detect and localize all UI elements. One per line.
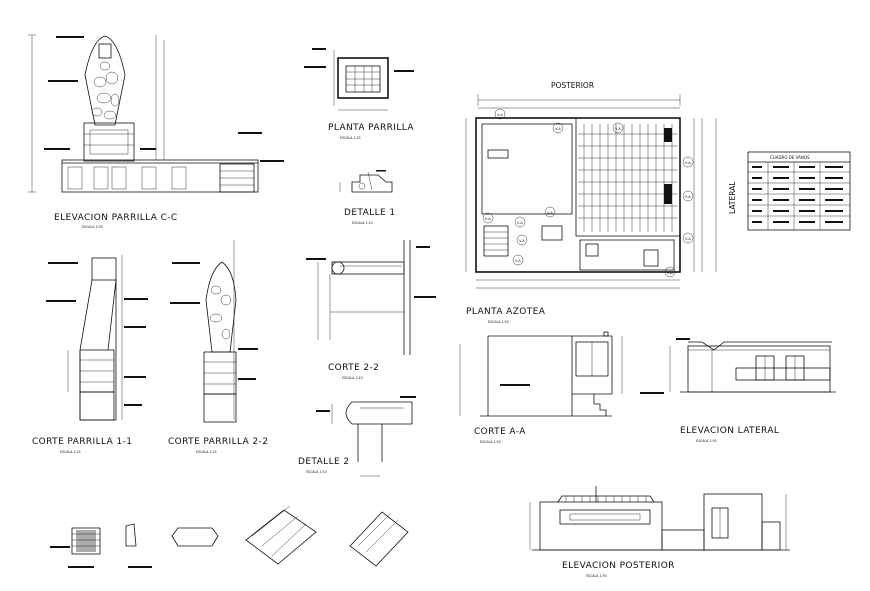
- cuadro-vanos-table: [747, 151, 851, 231]
- detalle-2-title: DETALLE 2: [298, 457, 349, 467]
- elevacion-posterior-title: ELEVACION POSTERIOR: [562, 561, 675, 571]
- detalle-2-drawing: [316, 396, 416, 477]
- planta-parrilla-drawing: [304, 48, 414, 111]
- planta-azotea-drawing: V-A V-A V-A V-A V-A V-A V-A V-A V-A V-A …: [465, 94, 717, 289]
- planta-azotea-scale: ESCALA 1:50: [488, 320, 509, 324]
- lateral-label: LATERAL: [728, 181, 737, 214]
- corte-parrilla-2-drawing: [170, 240, 258, 423]
- plan-markers: V-A V-A V-A V-A V-A V-A V-A V-A V-A V-A …: [482, 108, 694, 278]
- elevacion-lateral-scale: ESCALA 1:50: [696, 439, 717, 443]
- marker-label: V-A: [497, 113, 503, 117]
- planta-parrilla-title: PLANTA PARRILLA: [328, 123, 414, 133]
- elevacion-parrilla-title: ELEVACION PARRILLA C-C: [54, 213, 178, 223]
- marker-label: V-A: [485, 217, 491, 221]
- marker-label: V-A: [547, 211, 553, 215]
- marker-label: V-A: [685, 195, 691, 199]
- elevacion-posterior-drawing: [529, 486, 790, 551]
- corte-parrilla-2-title: CORTE PARRILLA 2-2: [168, 437, 268, 447]
- cuadro-vanos-title: CUADRO DE VANOS: [770, 155, 810, 160]
- marker-label: V-A: [517, 221, 523, 225]
- corte-a-a-drawing: [459, 331, 664, 417]
- detalle-2-scale: ESCALA 1:10: [306, 470, 327, 474]
- corte-parrilla-1-scale: ESCALA 1:25: [60, 450, 81, 454]
- small-details-row: [50, 505, 409, 568]
- corte-parrilla-1-title: CORTE PARRILLA 1-1: [32, 437, 132, 447]
- detalle-1-scale: ESCALA 1:10: [352, 221, 373, 225]
- marker-label: V-A: [685, 237, 691, 241]
- elevacion-posterior-scale: ESCALA 1:50: [586, 574, 607, 578]
- planta-parrilla-scale: ESCALA 1:25: [340, 136, 361, 140]
- marker-label: V-A: [667, 271, 673, 275]
- corte-2-2-scale: ESCALA 1:10: [342, 376, 363, 380]
- elevacion-parrilla-scale: ESCALA 1:25: [82, 225, 103, 229]
- corte-2-2-drawing: [306, 240, 436, 355]
- elevacion-lateral-title: ELEVACION LATERAL: [680, 426, 779, 436]
- corte-parrilla-1-drawing: [46, 255, 148, 421]
- marker-label: V-A: [519, 239, 525, 243]
- corte-a-a-scale: ESCALA 1:50: [480, 440, 501, 444]
- corte-a-a-title: CORTE A-A: [474, 427, 526, 437]
- marker-label: V-A: [555, 127, 561, 131]
- planta-azotea-title: PLANTA AZOTEA: [466, 307, 546, 317]
- marker-label: V-A: [685, 161, 691, 165]
- detalle-1-drawing: [339, 170, 393, 193]
- marker-label: V-A: [615, 127, 621, 131]
- elevacion-lateral-drawing: [669, 338, 836, 393]
- marker-label: V-A: [515, 259, 521, 263]
- corte-2-2-title: CORTE 2-2: [328, 363, 379, 373]
- detalle-1-title: DETALLE 1: [344, 208, 395, 218]
- elevacion-parrilla-drawing: [28, 34, 284, 193]
- posterior-label: POSTERIOR: [551, 81, 594, 90]
- corte-parrilla-2-scale: ESCALA 1:25: [196, 450, 217, 454]
